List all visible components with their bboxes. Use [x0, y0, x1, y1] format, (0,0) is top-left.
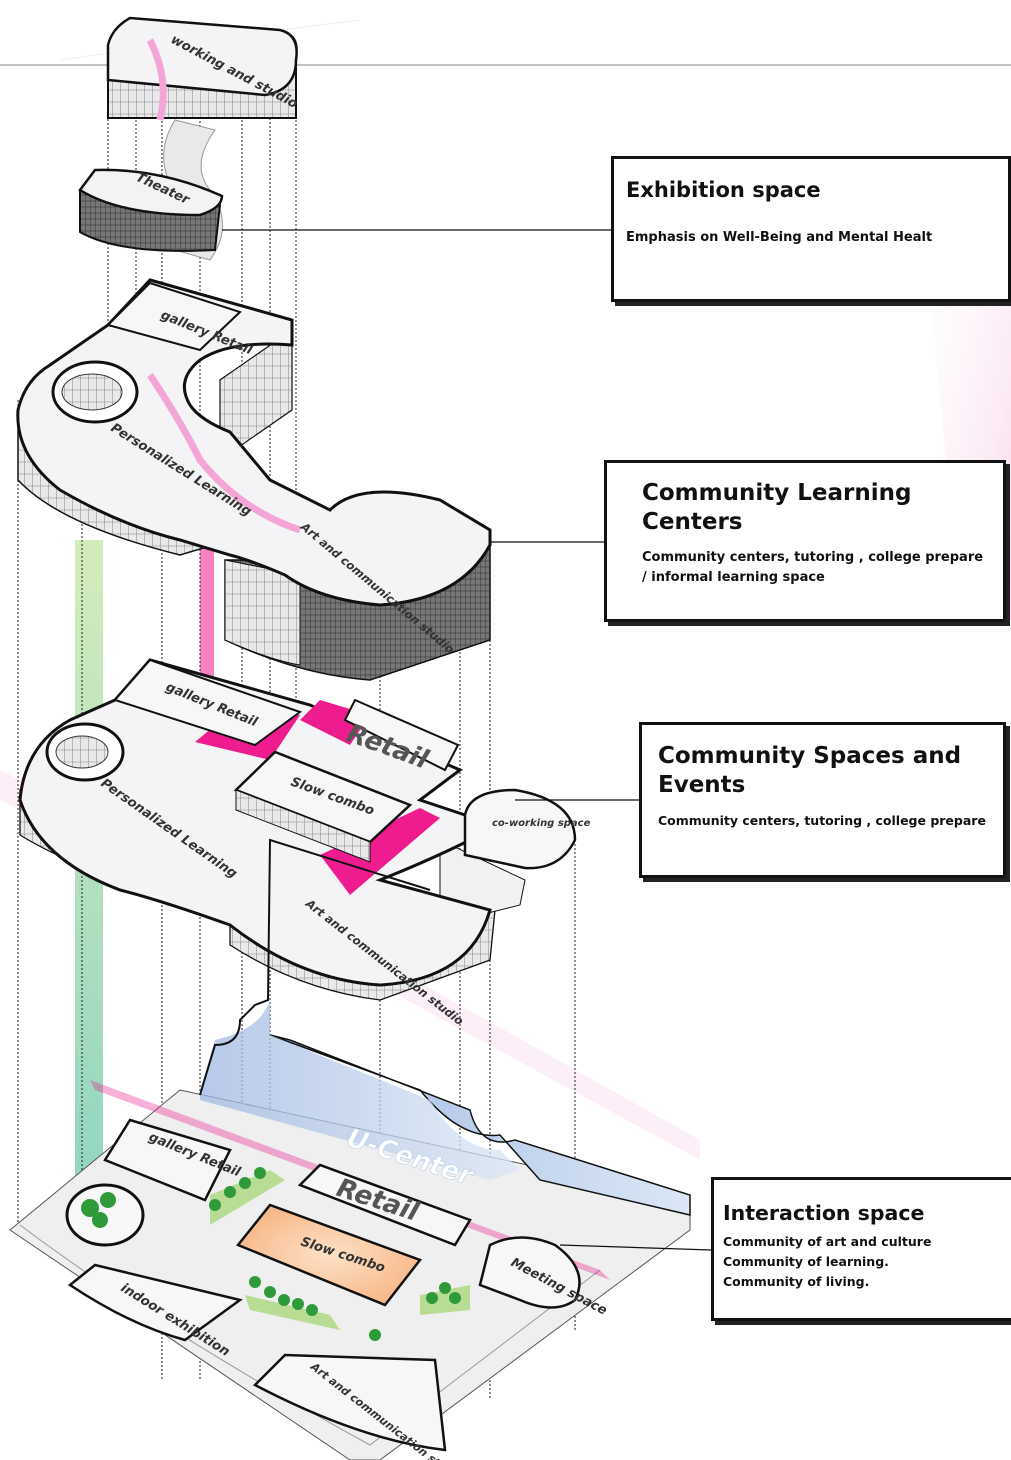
- callout-community-learning-centers: Community Learning Centers Community cen…: [604, 460, 1006, 622]
- callout-spaces-title: Community Spaces and Events: [658, 743, 962, 799]
- callout-interaction-line-2: Community of learning.: [723, 1254, 889, 1270]
- callout-spaces-subtitle: Community centers, tutoring , college pr…: [658, 812, 986, 828]
- callout-interaction-title: Interaction space: [723, 1201, 925, 1225]
- level-2: [18, 658, 577, 1001]
- callout-interaction-line-3: Community of living.: [723, 1274, 870, 1290]
- callout-learning-title: Community Learning Centers: [642, 480, 912, 536]
- trees: [81, 1167, 461, 1341]
- callout-leaders: [222, 229, 712, 1251]
- callout-exhibition-space: Exhibition space Emphasis on Well-Being …: [611, 156, 1011, 302]
- callout-exhibition-title: Exhibition space: [626, 178, 821, 202]
- level-3: [16, 278, 492, 681]
- level-4: [78, 16, 298, 261]
- callout-learning-subtitle: Community centers, tutoring , college pr…: [642, 549, 984, 586]
- callout-exhibition-subtitle: Emphasis on Well-Being and Mental Healt: [626, 229, 933, 245]
- ground-level: [9, 838, 691, 1460]
- label-l2-coworking: co-working space: [492, 818, 591, 829]
- callout-interaction-space: Interaction space Community of art and c…: [711, 1177, 1011, 1321]
- callout-interaction-line-1: Community of art and culture: [723, 1234, 932, 1250]
- callout-community-spaces-events: Community Spaces and Events Community ce…: [639, 722, 1006, 878]
